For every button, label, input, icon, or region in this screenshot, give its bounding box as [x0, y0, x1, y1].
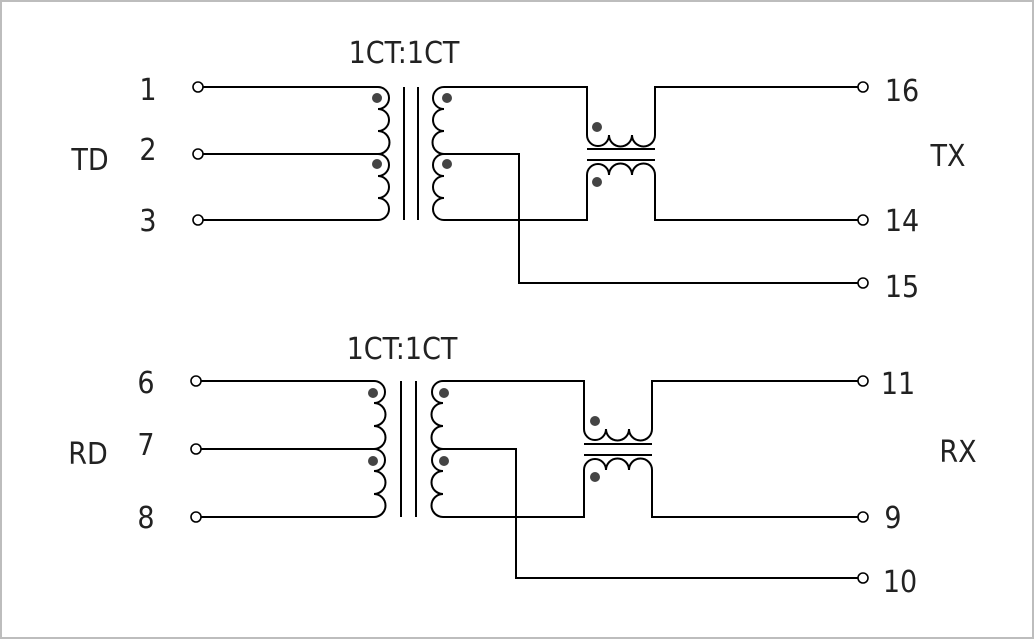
- tx-pin14-wire: [654, 175, 858, 221]
- tx-secondary-dot-2: [442, 159, 452, 169]
- tx-ratio-label: 1CT:1CT: [349, 36, 460, 71]
- terminal-pin-2: [192, 148, 204, 160]
- terminal-pin-1: [192, 81, 204, 93]
- terminal-pin-7: [190, 443, 202, 455]
- tx-primary-dot-1: [372, 93, 382, 103]
- tx-choke-dot-2: [592, 177, 602, 187]
- rx-choke-dot-1: [590, 416, 600, 426]
- pin-label-11: 11: [881, 367, 915, 402]
- pin-label-10: 10: [883, 565, 917, 600]
- pin-label-7: 7: [137, 428, 154, 463]
- rx-sec-bottom-wire: [443, 470, 585, 518]
- rx-choke-lower-coil: [583, 457, 653, 471]
- terminal-pin-10: [857, 572, 869, 584]
- rd-label: RD: [68, 437, 108, 472]
- pin-label-15: 15: [885, 270, 919, 305]
- rx-ratio-label: 1CT:1CT: [347, 332, 458, 367]
- tx-primary-coil: [377, 86, 391, 221]
- pin-label-14: 14: [885, 204, 919, 239]
- tx-center-tap-wire: [444, 153, 858, 284]
- tx-pin16-wire: [654, 86, 858, 135]
- pin-label-1: 1: [139, 73, 156, 108]
- pin-label-3: 3: [139, 204, 156, 239]
- rx-transformer-group: 1CT:1CT RD RX 6 7 8 11 9 10: [68, 332, 976, 600]
- tx-choke-dot-1: [592, 122, 602, 132]
- tx-secondary-dot-1: [442, 93, 452, 103]
- terminal-pin-15: [857, 277, 869, 289]
- tx-secondary-coil: [431, 86, 445, 221]
- rx-primary-dot-1: [368, 388, 378, 398]
- pin-label-2: 2: [139, 133, 156, 168]
- tx-label: TX: [930, 139, 966, 174]
- terminal-pin-3: [192, 214, 204, 226]
- terminal-pin-16: [857, 81, 869, 93]
- rx-secondary-dot-2: [439, 456, 449, 466]
- tx-sec-top-wire: [444, 86, 588, 135]
- terminal-pin-8: [190, 511, 202, 523]
- rx-pin9-wire: [651, 470, 858, 518]
- terminal-pin-14: [857, 214, 869, 226]
- terminal-pin-9: [857, 511, 869, 523]
- pin-label-8: 8: [137, 501, 154, 536]
- rx-choke-upper-coil: [583, 428, 653, 442]
- terminal-pin-6: [190, 375, 202, 387]
- tx-primary-dot-2: [372, 159, 382, 169]
- rx-choke-dot-2: [590, 472, 600, 482]
- tx-choke-upper-coil: [586, 134, 656, 148]
- pin-label-6: 6: [137, 366, 154, 401]
- rx-label: RX: [939, 435, 976, 470]
- rx-center-tap-wire: [443, 448, 858, 579]
- td-label: TD: [70, 143, 108, 178]
- pin-label-9: 9: [884, 501, 901, 536]
- terminal-pin-11: [857, 375, 869, 387]
- rx-secondary-coil: [430, 380, 444, 518]
- rx-secondary-dot-1: [439, 388, 449, 398]
- rx-pin11-wire: [651, 380, 858, 429]
- tx-transformer-group: 1CT:1CT TD TX 1 2 3 16 14 15: [70, 36, 965, 305]
- tx-sec-bottom-wire: [444, 175, 588, 221]
- tx-choke-lower-coil: [586, 162, 656, 176]
- rx-primary-coil: [373, 380, 387, 518]
- rx-primary-dot-2: [368, 456, 378, 466]
- pin-label-16: 16: [885, 74, 919, 109]
- rx-sec-top-wire: [443, 380, 585, 429]
